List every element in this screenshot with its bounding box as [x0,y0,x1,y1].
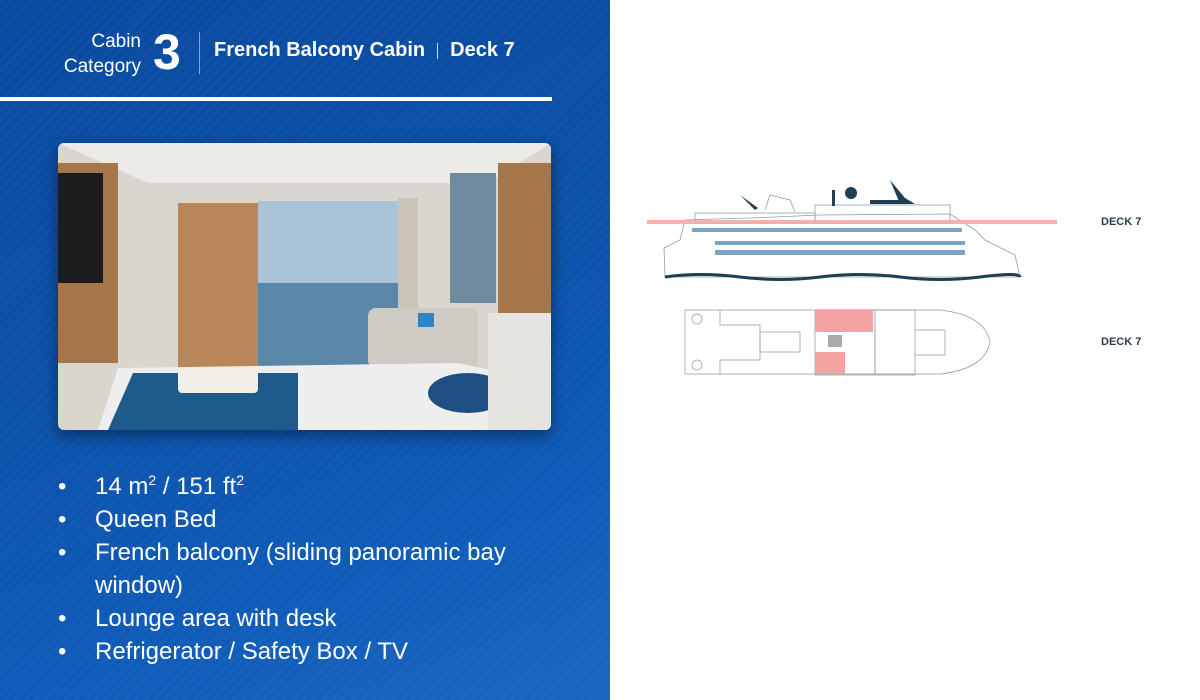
category-label-line1: Cabin [91,31,141,52]
profile-deck-label: DECK 7 [1101,216,1142,228]
feature-list: 14 m2 / 151 ft2 Queen Bed French balcony… [58,470,518,668]
cabin-photo [58,143,551,430]
deck-highlight-line [647,220,1057,224]
feature-size-m: 14 m [95,473,149,500]
highlighted-cabins [815,310,873,374]
plan-deck-label: DECK 7 [1101,336,1142,348]
cabin-name: French Balcony Cabin [214,39,426,61]
sup: 2 [236,472,245,488]
cabin-deck: Deck 7 [450,39,515,61]
feature-size-ft: / 151 ft [156,473,237,500]
category-label-line2: Category [63,56,141,77]
ship-profile [647,180,1057,281]
header-rule [0,97,552,101]
cabin-title: French Balcony Cabin Deck 7 [214,39,515,62]
feature-balcony: French balcony (sliding panoramic bay wi… [58,536,518,602]
feature-bed: Queen Bed [58,503,518,536]
category-label: Cabin Category [64,29,141,79]
info-panel: Cabin Category 3 French Balcony Cabin De… [0,0,610,700]
sup: 2 [148,472,157,488]
deck-plan [684,309,991,376]
divider [199,32,200,74]
feature-lounge: Lounge area with desk [58,602,518,635]
title-separator [437,42,439,59]
feature-size: 14 m2 / 151 ft2 [58,470,518,503]
feature-amenities: Refrigerator / Safety Box / TV [58,635,518,668]
category-number: 3 [153,24,181,80]
